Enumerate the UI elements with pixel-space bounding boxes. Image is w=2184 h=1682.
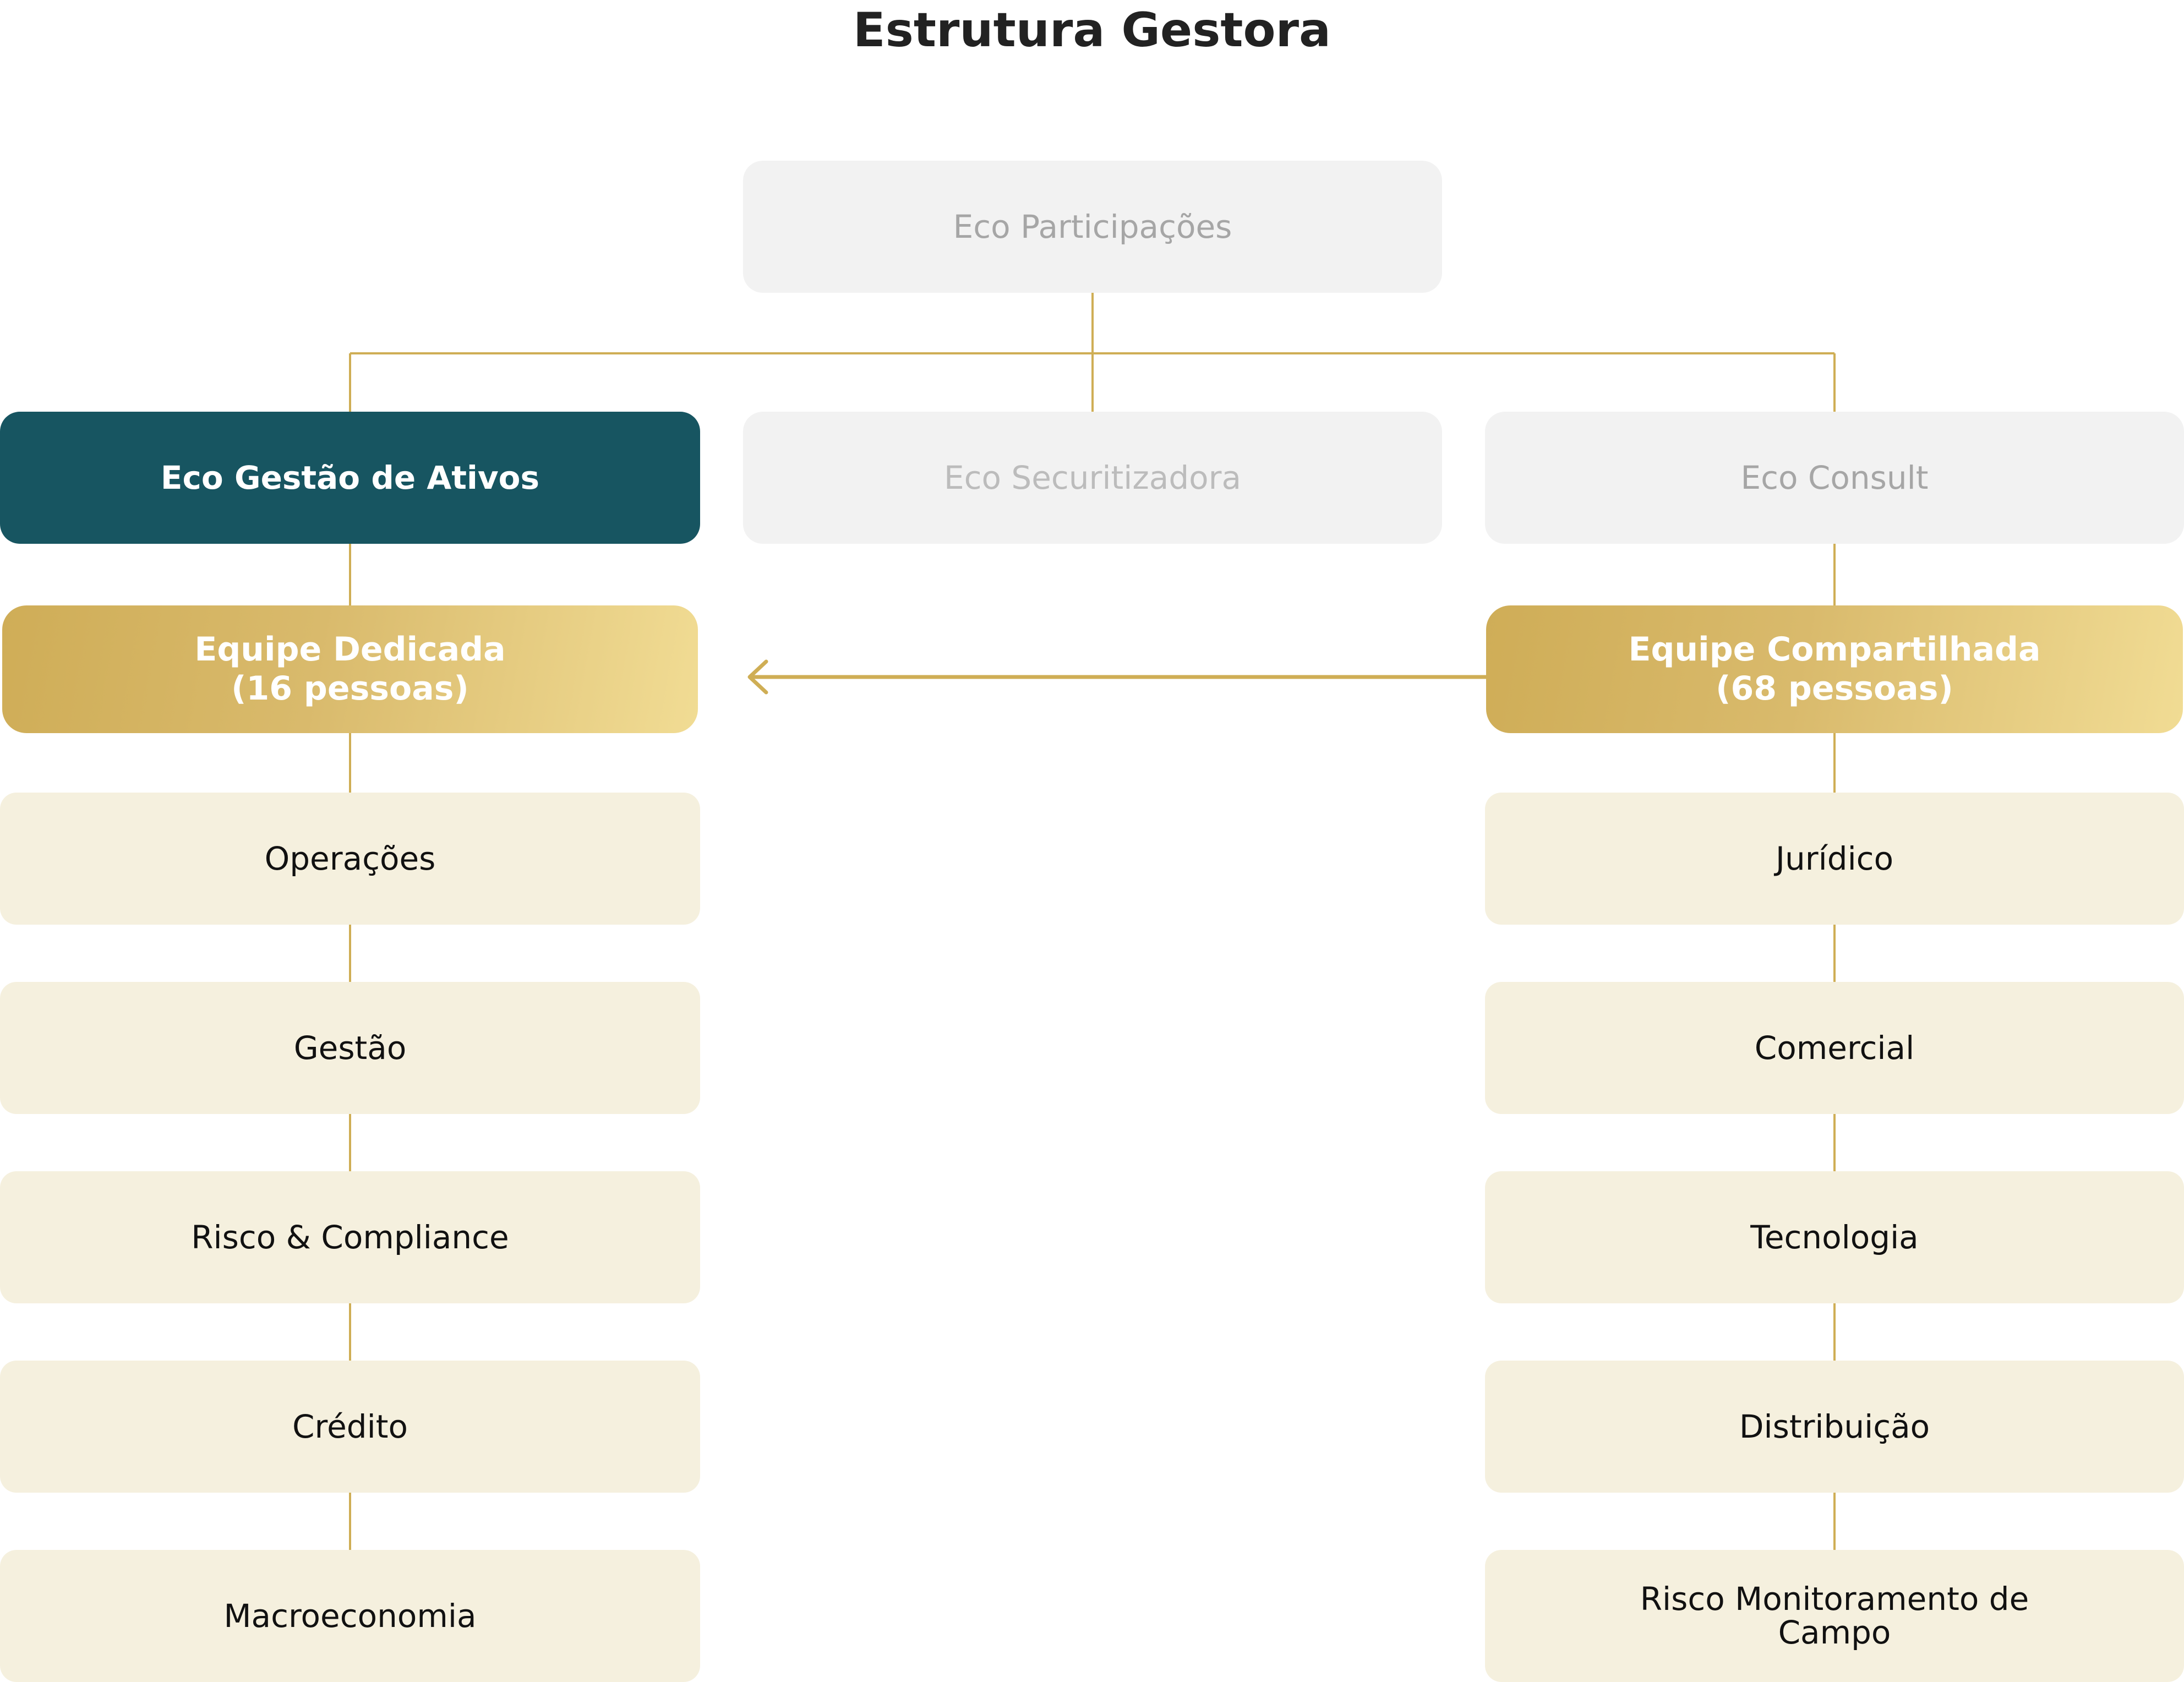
node-eco-securitizadora-label: Eco Securitizadora xyxy=(943,458,1242,496)
node-eco-participacoes: Eco Participações xyxy=(743,161,1442,293)
node-eco-consult: Eco Consult xyxy=(1485,412,2184,544)
node-eco-participacoes-label: Eco Participações xyxy=(953,207,1232,245)
connector-group xyxy=(349,293,1836,1550)
page-title: Estrutura Gestora xyxy=(853,3,1331,58)
equipe-dedicada-title: Equipe Dedicada xyxy=(194,630,506,669)
area-gestao: Gestão xyxy=(0,982,700,1114)
node-equipe-compartilhada-label: Equipe Compartilhada (68 pessoas) xyxy=(1628,630,2040,708)
node-equipe-compartilhada: Equipe Compartilhada (68 pessoas) xyxy=(1486,605,2183,733)
area-juridico: Jurídico xyxy=(1485,793,2184,925)
node-eco-gestao-de-ativos-label: Eco Gestão de Ativos xyxy=(160,458,540,496)
area-risco-monitoramento-line2: Campo xyxy=(1778,1614,1891,1651)
node-equipe-dedicada-label: Equipe Dedicada (16 pessoas) xyxy=(194,630,505,708)
arrow-shared-to-dedicated-head xyxy=(747,659,768,695)
area-distribuicao: Distribuição xyxy=(1485,1361,2184,1493)
area-risco-compliance: Risco & Compliance xyxy=(0,1171,700,1303)
area-comercial-label: Comercial xyxy=(1754,1029,1915,1067)
node-equipe-dedicada: Equipe Dedicada (16 pessoas) xyxy=(2,605,698,733)
area-operacoes: Operações xyxy=(0,793,700,925)
area-credito-label: Crédito xyxy=(292,1407,408,1445)
area-macroeconomia: Macroeconomia xyxy=(0,1550,700,1682)
node-eco-consult-label: Eco Consult xyxy=(1740,458,1929,496)
equipe-compartilhada-count: (68 pessoas) xyxy=(1716,669,1953,708)
area-operacoes-label: Operações xyxy=(264,839,436,877)
area-gestao-label: Gestão xyxy=(293,1029,407,1067)
area-credito: Crédito xyxy=(0,1361,700,1493)
node-eco-gestao-de-ativos: Eco Gestão de Ativos xyxy=(0,412,700,544)
area-macroeconomia-label: Macroeconomia xyxy=(223,1597,477,1635)
area-comercial: Comercial xyxy=(1485,982,2184,1114)
node-eco-securitizadora: Eco Securitizadora xyxy=(743,412,1442,544)
area-distribuicao-label: Distribuição xyxy=(1739,1407,1930,1445)
equipe-compartilhada-title: Equipe Compartilhada xyxy=(1628,630,2041,669)
area-tecnologia: Tecnologia xyxy=(1485,1171,2184,1303)
equipe-dedicada-count: (16 pessoas) xyxy=(231,669,469,708)
area-risco-compliance-label: Risco & Compliance xyxy=(191,1218,509,1256)
area-tecnologia-label: Tecnologia xyxy=(1750,1218,1919,1256)
area-risco-monitoramento-line1: Risco Monitoramento de xyxy=(1640,1580,2029,1618)
area-risco-monitoramento-label: Risco Monitoramento de Campo xyxy=(1640,1582,2029,1650)
area-risco-monitoramento-de-campo: Risco Monitoramento de Campo xyxy=(1485,1550,2184,1682)
area-juridico-label: Jurídico xyxy=(1775,839,1894,877)
